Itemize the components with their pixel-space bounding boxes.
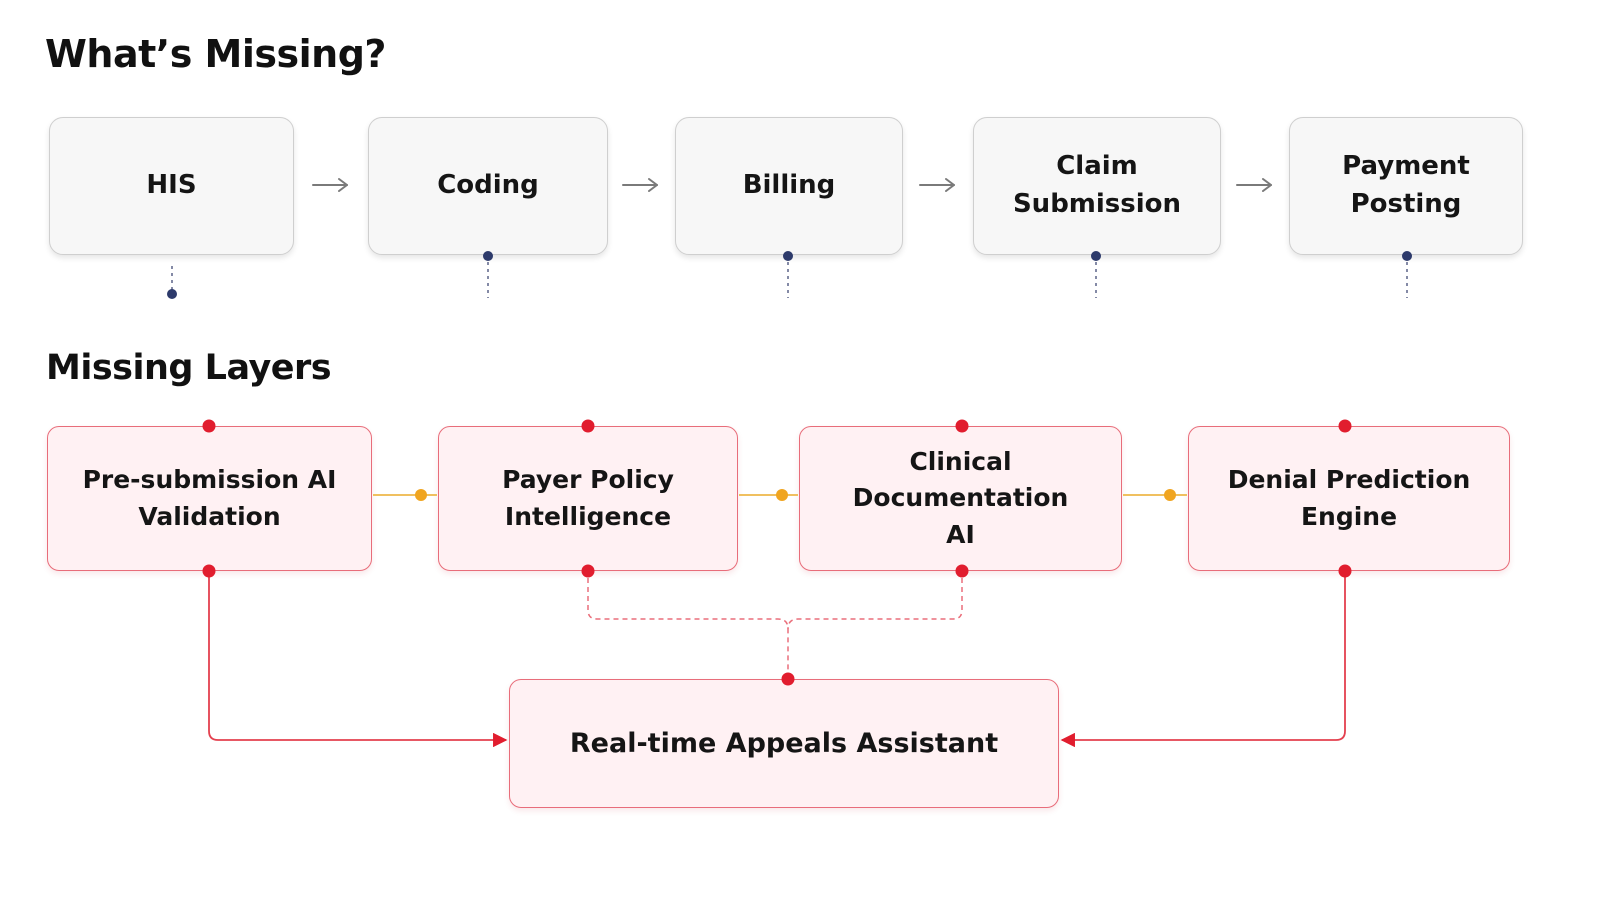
- pipeline-arrow-icon: [312, 178, 348, 192]
- layer-label: Payer Policy Intelligence: [502, 465, 674, 531]
- layer-label: Denial Prediction Engine: [1227, 465, 1471, 531]
- stage-label: Billing: [742, 170, 836, 201]
- layer-denial-prediction-engine: Denial Prediction Engine: [1188, 426, 1510, 571]
- layer-label: Real-time Appeals Assistant: [569, 727, 999, 759]
- dashed-merge-connector: [587, 578, 963, 672]
- stage-label: Coding: [437, 170, 539, 201]
- layer-presubmission-ai-validation: Pre-submission AI Validation: [47, 426, 372, 571]
- pipeline-dotted-drops: [171, 262, 1408, 298]
- section-title-whats-missing: What’s Missing?: [45, 32, 386, 76]
- stage-payment-posting: Payment Posting: [1289, 117, 1523, 255]
- pipeline-dot-icon: [167, 251, 1412, 299]
- left-elbow-arrow: [208, 571, 508, 748]
- red-dot-icon: [202, 419, 1352, 686]
- stage-his: HIS: [49, 117, 294, 255]
- layer-clinical-documentation-ai: Clinical Documentation AI: [799, 426, 1122, 571]
- pipeline-arrow-icon: [622, 178, 658, 192]
- stage-label: Claim Submission: [1012, 151, 1182, 219]
- layer-label: Clinical Documentation AI: [852, 447, 1069, 549]
- stage-coding: Coding: [368, 117, 608, 255]
- stage-label: Payment Posting: [1342, 151, 1470, 219]
- section-title-missing-layers: Missing Layers: [46, 348, 332, 388]
- stage-billing: Billing: [675, 117, 903, 255]
- layer-payer-policy-intelligence: Payer Policy Intelligence: [438, 426, 738, 571]
- stage-label: HIS: [146, 170, 197, 201]
- pipeline-arrow-icon: [1236, 178, 1272, 192]
- pipeline-arrow-icon: [919, 178, 955, 192]
- amber-dot-icon: [415, 489, 1176, 501]
- right-elbow-arrow: [1060, 571, 1346, 748]
- layer-label: Pre-submission AI Validation: [82, 465, 337, 531]
- layer-realtime-appeals-assistant: Real-time Appeals Assistant: [509, 679, 1059, 808]
